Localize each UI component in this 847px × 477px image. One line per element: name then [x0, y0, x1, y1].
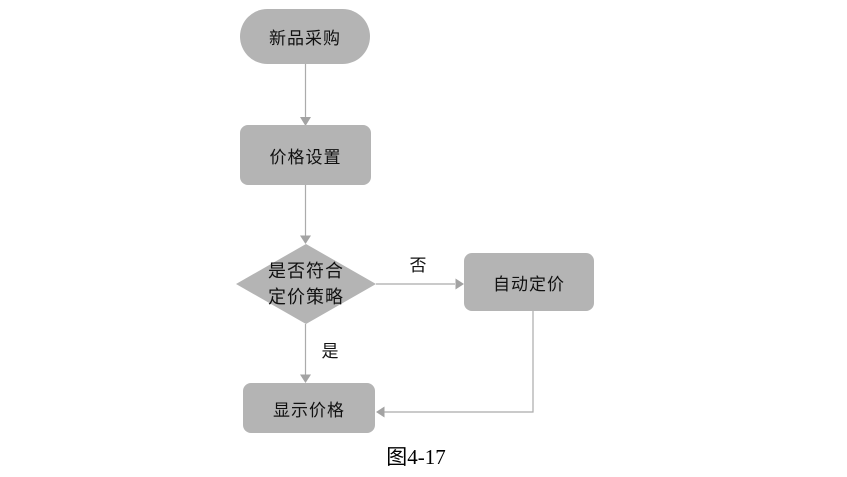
node-show-price: 显示价格: [243, 383, 375, 433]
edge-label-no: 否: [398, 252, 438, 275]
arrowhead-left-icon: [376, 406, 385, 418]
arrowhead-right-icon: [455, 278, 464, 290]
node-price-setting-label: 价格设置: [269, 147, 342, 167]
edge-label-yes: 是: [310, 338, 350, 361]
node-start-label: 新品采购: [269, 29, 341, 48]
node-decision-label-line1: 是否符合: [268, 261, 344, 281]
node-auto-pricing: 自动定价: [464, 253, 594, 311]
edge-decision-to-auto-pricing: [376, 278, 464, 290]
node-decision: 是否符合 定价策略: [236, 244, 376, 324]
node-price-setting: 价格设置: [240, 125, 371, 185]
figure-caption: 图4-17: [386, 445, 446, 469]
edge-price-setting-to-decision: [300, 185, 311, 244]
edge-auto-pricing-to-show-price: [376, 311, 534, 418]
arrowhead-down-icon: [300, 374, 311, 383]
node-decision-label: 是否符合 定价策略: [268, 258, 344, 310]
node-start: 新品采购: [240, 9, 370, 64]
node-auto-pricing-label: 自动定价: [493, 274, 565, 294]
edge-start-to-price-setting: [300, 64, 311, 126]
node-decision-label-line2: 定价策略: [268, 287, 344, 307]
node-show-price-label: 显示价格: [273, 400, 345, 420]
arrowhead-down-icon: [300, 235, 311, 244]
